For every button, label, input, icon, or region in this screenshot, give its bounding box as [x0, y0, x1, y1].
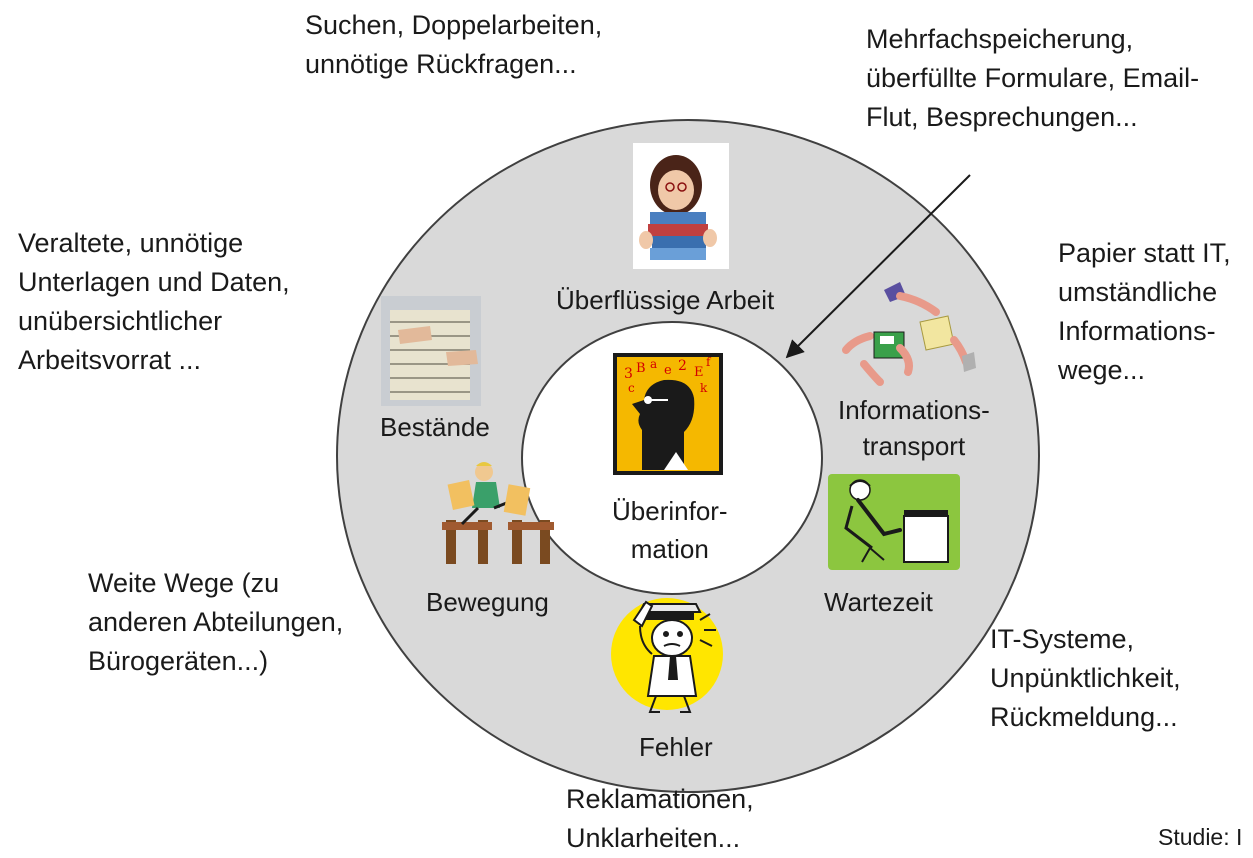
source-note: Studie: I	[1158, 824, 1243, 850]
file-drawer-icon	[381, 296, 481, 406]
annotation-top-center-line-1: Suchen, Doppelarbeiten,	[305, 10, 603, 40]
label-informationstransport-line-1: Informations-	[838, 395, 990, 425]
annotation-left: Veraltete, unnötige Unterlagen und Daten…	[18, 224, 290, 380]
annotation-right-line-4: wege...	[1058, 355, 1146, 385]
svg-text:a: a	[650, 357, 657, 371]
pointer-arrow	[785, 174, 971, 359]
annotation-right-line-1: Papier statt IT,	[1058, 238, 1231, 268]
hands-passing-papers-icon	[842, 282, 976, 386]
annotation-right-line-3: Informations-	[1058, 316, 1216, 346]
annotation-bottom-right-line-1: IT-Systeme,	[990, 624, 1135, 654]
annotation-bottom-right-line-3: Rückmeldung...	[990, 702, 1178, 732]
label-informationstransport: Informations- transport	[838, 392, 990, 464]
label-ueberinformation: Überinfor- mation	[612, 492, 728, 568]
annotation-left-line-4: Arbeitsvorrat ...	[18, 345, 202, 375]
svg-text:k: k	[700, 381, 708, 395]
annotation-bottom-left-line-3: Bürogeräten...)	[88, 646, 269, 676]
svg-text:B: B	[636, 361, 646, 376]
label-bewegung: Bewegung	[426, 587, 549, 617]
label-informationstransport-line-2: transport	[862, 431, 966, 461]
annotation-right: Papier statt IT, umständliche Informatio…	[1058, 234, 1231, 390]
annotation-right-line-2: umständliche	[1058, 277, 1218, 307]
svg-text:f: f	[706, 355, 712, 369]
svg-text:E: E	[694, 365, 704, 380]
head-with-letters-icon: 3 B a e 2 E c k f	[613, 353, 723, 475]
annotation-bottom-center: Reklamationen, Unklarheiten...	[566, 780, 754, 858]
label-fehler: Fehler	[639, 732, 713, 762]
svg-text:3: 3	[624, 366, 633, 382]
label-ueberfluessige-arbeit: Überflüssige Arbeit	[556, 285, 775, 315]
svg-text:e: e	[664, 363, 672, 378]
person-jumping-hurdles-icon	[442, 462, 554, 564]
label-wartezeit: Wartezeit	[824, 587, 933, 617]
annotation-bottom-right: IT-Systeme, Unpünktlichkeit, Rückmeldung…	[990, 620, 1181, 737]
annotation-left-line-1: Veraltete, unnötige	[18, 228, 244, 258]
man-waiting-at-desk-icon	[828, 474, 960, 570]
annotation-left-line-3: unübersichtlicher	[18, 306, 223, 336]
annotation-bottom-left: Weite Wege (zu anderen Abteilungen, Büro…	[88, 564, 343, 681]
annotation-top-center-line-2: unnötige Rückfragen...	[305, 49, 577, 79]
annotation-bottom-center-line-1: Reklamationen,	[566, 784, 754, 814]
svg-text:2: 2	[678, 358, 687, 374]
annotation-bottom-center-line-2: Unklarheiten...	[566, 823, 741, 853]
annotation-top-right: Mehrfachspeicherung, überfüllte Formular…	[866, 20, 1199, 137]
annotation-top-right-line-2: überfüllte Formulare, Email-	[866, 63, 1200, 93]
annotation-top-center: Suchen, Doppelarbeiten, unnötige Rückfra…	[305, 6, 602, 84]
annotation-left-line-2: Unterlagen und Daten,	[18, 267, 290, 297]
woman-carrying-folders-icon	[633, 143, 729, 269]
label-ueberinformation-line-1: Überinfor-	[612, 496, 728, 526]
annotation-top-right-line-1: Mehrfachspeicherung,	[866, 24, 1134, 54]
label-bestaende: Bestände	[380, 412, 490, 442]
detective-with-phone-icon	[611, 598, 723, 713]
label-ueberinformation-line-2: mation	[630, 534, 709, 564]
annotation-bottom-left-line-1: Weite Wege (zu	[88, 568, 280, 598]
annotation-bottom-right-line-2: Unpünktlichkeit,	[990, 663, 1181, 693]
annotation-top-right-line-3: Flut, Besprechungen...	[866, 102, 1138, 132]
annotation-bottom-left-line-2: anderen Abteilungen,	[88, 607, 344, 637]
svg-text:c: c	[628, 381, 635, 395]
